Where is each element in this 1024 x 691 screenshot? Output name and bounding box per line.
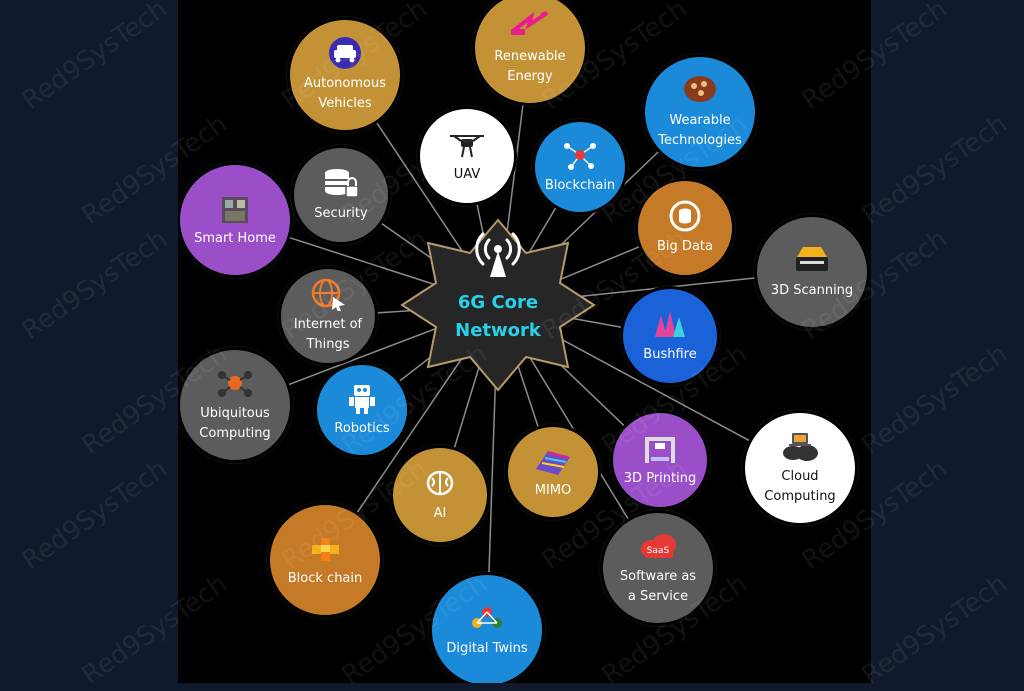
node-label: 3D Scanning xyxy=(770,283,854,298)
node-digital-twins: Digital Twins xyxy=(429,572,545,683)
watermark-text: Red9SysTech xyxy=(16,454,173,576)
antenna-array-icon xyxy=(536,451,570,475)
watermark-text: Red9SysTech xyxy=(856,569,1013,691)
node-smart-home: Smart Home xyxy=(178,162,293,278)
watermark-text: Red9SysTech xyxy=(856,109,1013,231)
node-security: Security xyxy=(291,145,391,245)
node-label: 3D Printing xyxy=(623,471,697,486)
antenna-signal-icon xyxy=(475,232,521,277)
watermark-text: Red9SysTech xyxy=(16,0,173,116)
node-label: Software as a Service xyxy=(619,569,697,604)
drone-icon xyxy=(450,135,484,158)
ubiquitous-icon xyxy=(218,371,252,397)
wearable-device-icon xyxy=(684,76,716,102)
forest-fire-icon xyxy=(655,311,685,337)
node-autonomous-vehicles: Autonomous Vehicles xyxy=(287,17,403,133)
node-ubiquitous-computing: Ubiquitous Computing xyxy=(178,347,293,463)
cloud-laptop-icon xyxy=(783,433,818,461)
node-label: Smart Home xyxy=(194,231,276,246)
node-renewable-energy: Renewable Energy xyxy=(472,0,588,106)
center-star-shape xyxy=(400,218,596,392)
watermark-text: Red9SysTech xyxy=(16,224,173,346)
node-label: Renewable Energy xyxy=(494,49,566,84)
node-wearable-technologies: Wearable Technologies xyxy=(642,54,758,170)
node-label: UAV xyxy=(453,167,481,182)
center-hub xyxy=(400,218,596,392)
cubes-icon xyxy=(312,538,339,561)
lightning-bolt-icon xyxy=(511,11,549,35)
node-cloud-computing: Cloud Computing xyxy=(742,410,858,526)
node-internet-of-things: Internet of Things xyxy=(278,266,378,366)
digital-twin-icon xyxy=(472,607,502,628)
node-label: Digital Twins xyxy=(446,641,528,656)
node-label: Bushfire xyxy=(643,347,697,362)
database-lock-icon xyxy=(325,169,359,198)
saas-cloud-icon: SaaS xyxy=(641,534,676,558)
node-label: Big Data xyxy=(657,239,713,254)
watermark-text: Red9SysTech xyxy=(856,339,1013,461)
data-refresh-icon xyxy=(669,200,701,232)
node-software-as-a-service: SaaS Software as a Service xyxy=(600,510,716,626)
brain-icon xyxy=(426,470,454,496)
printer-3d-icon xyxy=(645,437,675,463)
node-3d-scanning: 3D Scanning xyxy=(754,214,870,330)
node-3d-printing: 3D Printing xyxy=(610,410,710,510)
node-label: AI xyxy=(433,506,447,521)
center-title: 6G Core Network xyxy=(455,292,541,341)
node-bushfire: Bushfire xyxy=(620,286,720,386)
network-nodes-icon xyxy=(564,143,596,170)
node-label: Cloud Computing xyxy=(764,469,836,504)
node-blockchain: Blockchain xyxy=(532,119,628,215)
node-label: Autonomous Vehicles xyxy=(303,76,386,111)
node-block-chain: Block chain xyxy=(267,502,383,618)
globe-cursor-icon xyxy=(311,278,345,311)
smart-home-icon xyxy=(222,197,248,223)
node-uav: UAV xyxy=(417,106,517,206)
node-label: Ubiquitous Computing xyxy=(199,406,271,441)
robot-icon xyxy=(349,385,375,414)
node-ai: AI xyxy=(390,445,490,545)
node-label: Blockchain xyxy=(544,178,616,193)
node-label: Robotics xyxy=(334,421,390,436)
node-label: MIMO xyxy=(534,483,572,498)
scanner-icon xyxy=(796,247,828,271)
node-big-data: Big Data xyxy=(635,178,735,278)
node-mimo: MIMO xyxy=(505,424,601,520)
car-icon xyxy=(329,37,361,69)
svg-text:SaaS: SaaS xyxy=(647,546,670,556)
node-label: Internet of Things xyxy=(293,317,363,352)
node-label: Block chain xyxy=(287,571,363,586)
node-label: Security xyxy=(314,206,368,221)
node-robotics: Robotics xyxy=(314,362,410,458)
node-label: Wearable Technologies xyxy=(658,113,742,148)
